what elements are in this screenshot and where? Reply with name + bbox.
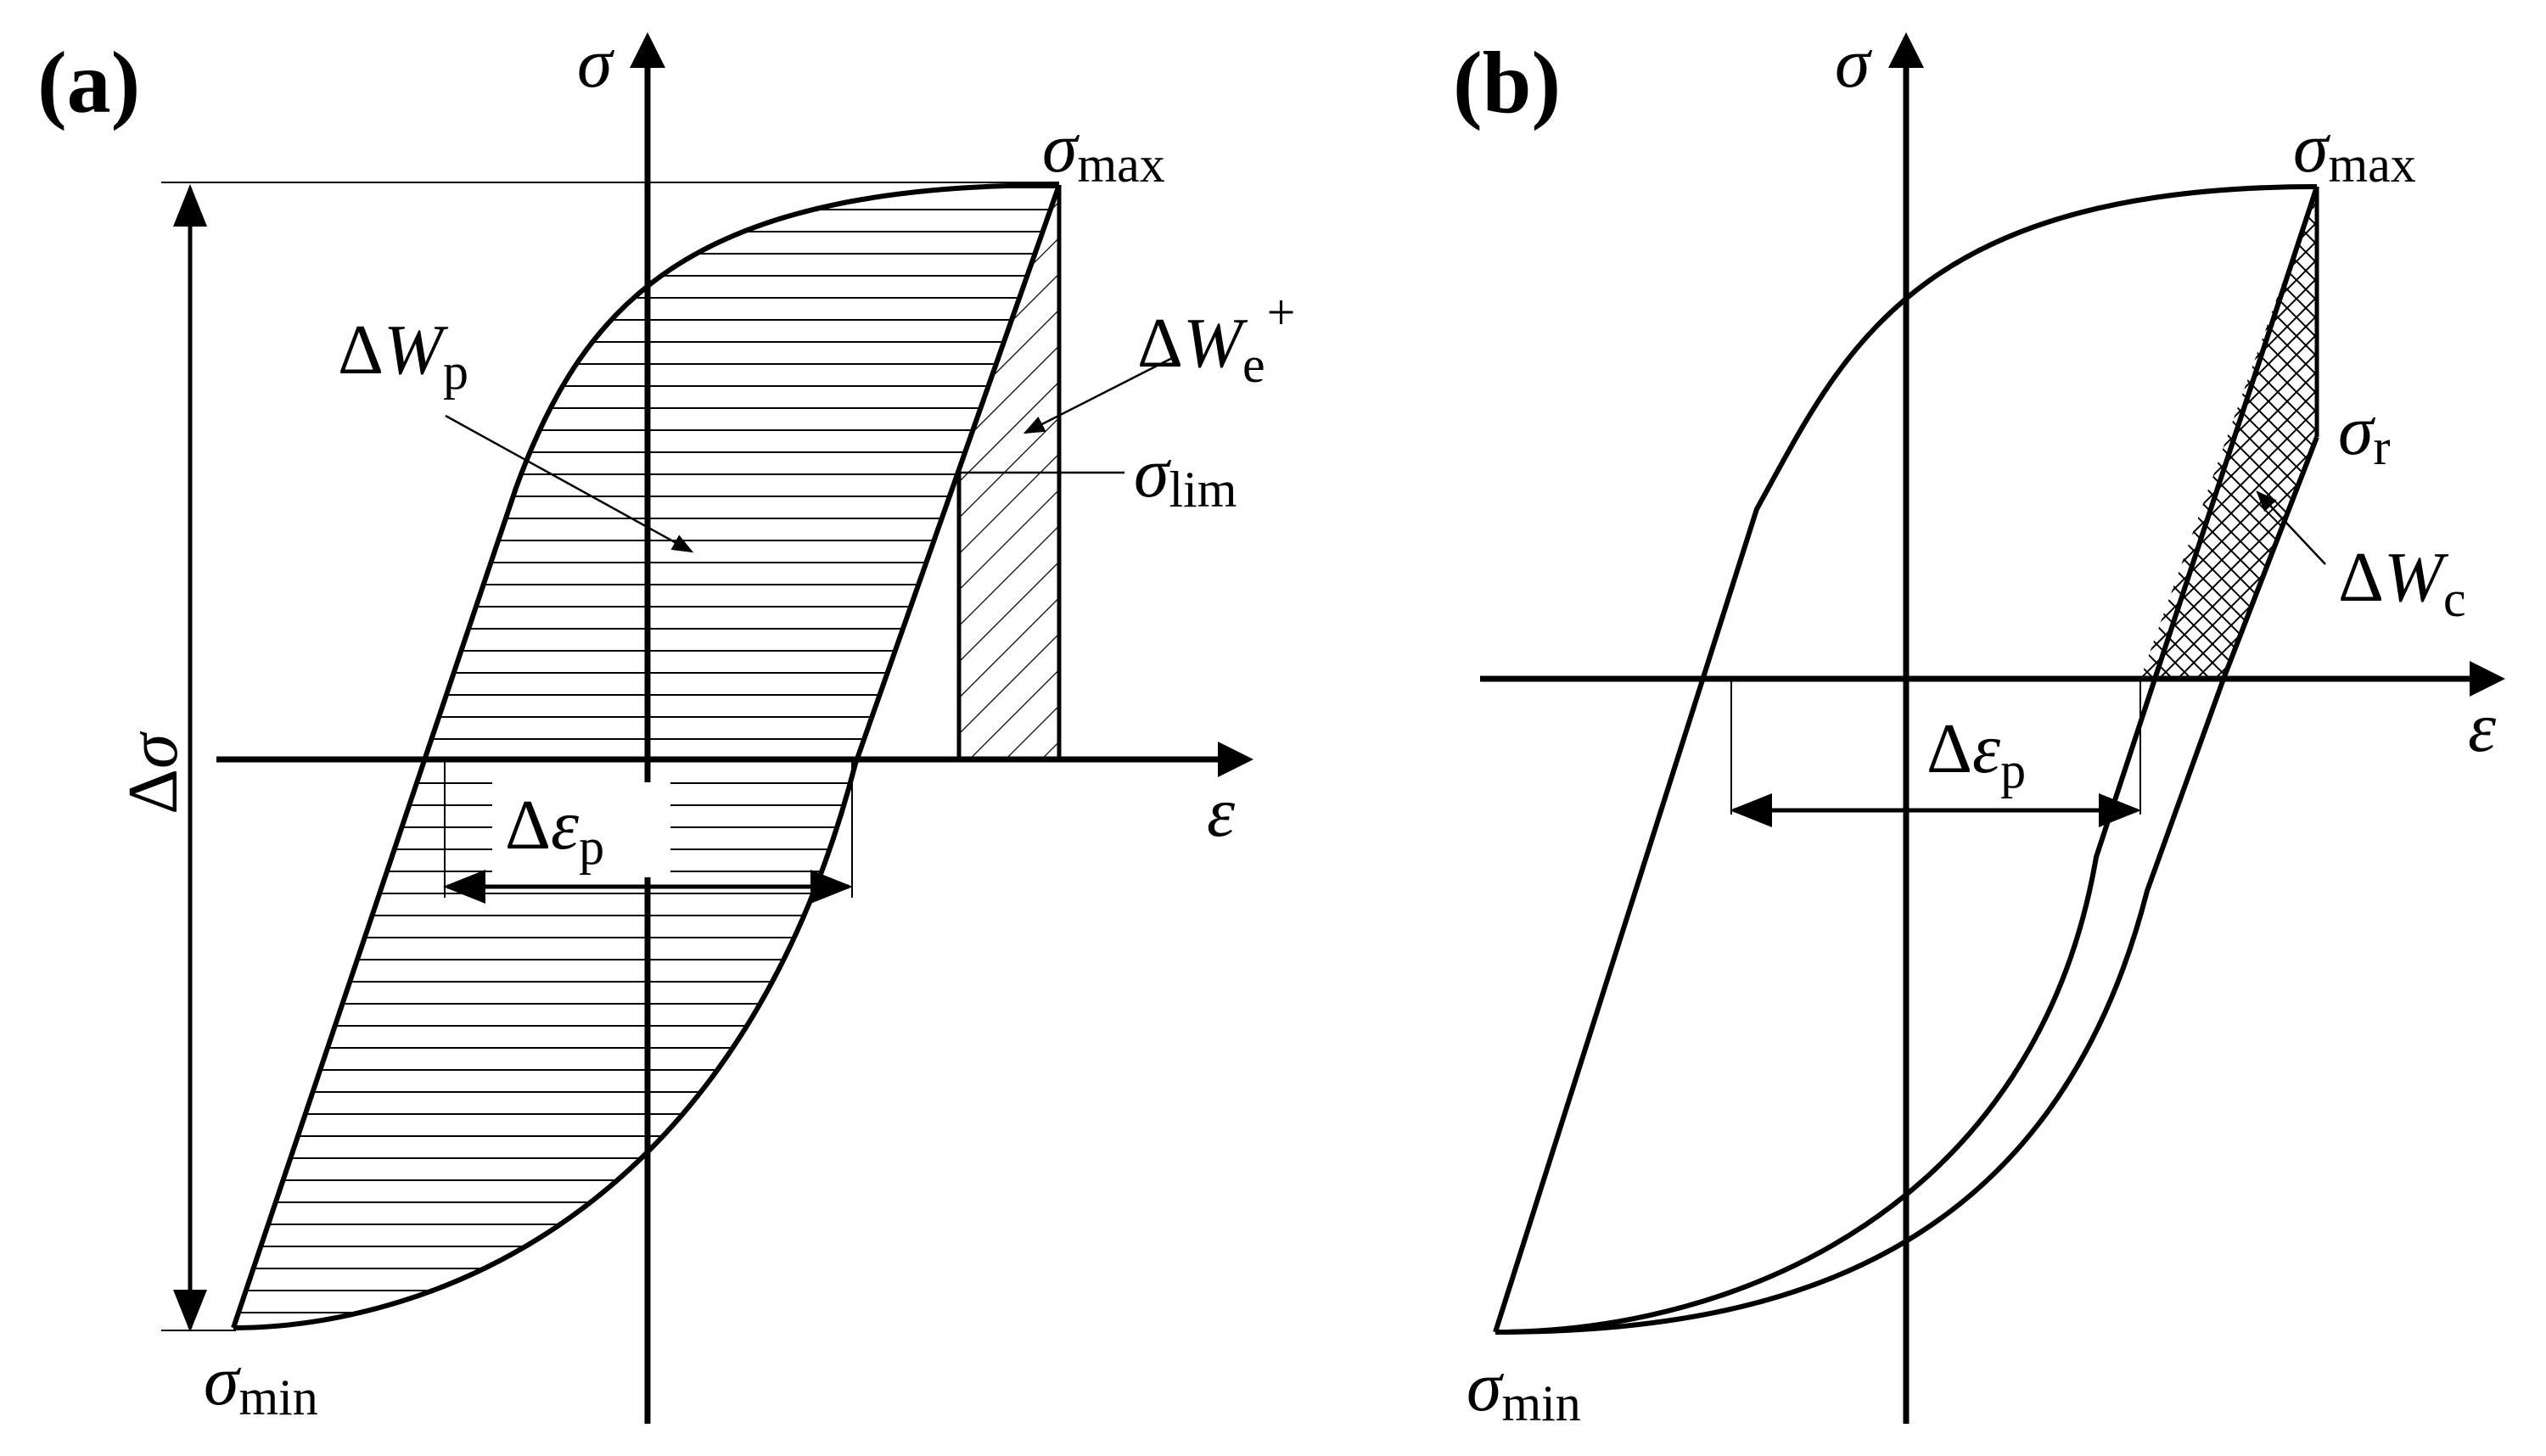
delta-sigma-label-a: Δσ — [114, 731, 193, 815]
panel-a-tag: (a) — [37, 34, 140, 132]
sigma-axis-label-a: σ — [577, 24, 615, 103]
panel-b: (b) σ ε σmax σmin σr ΔWc Δεp — [1453, 24, 2505, 1431]
sigma-axis-label-b: σ — [1835, 24, 1873, 103]
upper-branch-a — [231, 182, 1060, 1329]
sigma-lim-label-a: σlim — [1134, 434, 1237, 518]
delta-w-c-label-b: ΔWc — [2338, 538, 2466, 627]
panel-b-tag: (b) — [1453, 34, 1561, 132]
delta-eps-p-label-b: Δεp — [1926, 709, 2026, 798]
delta-w-c-area — [2140, 187, 2317, 679]
eps-axis-label-b: ε — [2468, 688, 2497, 767]
sigma-r-label-b: σr — [2338, 391, 2390, 475]
wp-leader-a — [445, 414, 694, 553]
delta-eps-label-bg-a — [492, 782, 670, 877]
sigma-max-label-a: σmax — [1042, 109, 1165, 193]
delta-eps-p-label-a: Δεp — [505, 786, 604, 875]
wc-leader-b — [2256, 490, 2326, 565]
we-leader-a — [1023, 355, 1176, 434]
sigma-min-label-a: σmin — [204, 1341, 318, 1425]
sigma-min-label-b: σmin — [1466, 1347, 1581, 1431]
sigma-max-label-b: σmax — [2293, 109, 2416, 193]
lower-branch-a — [233, 184, 1062, 1330]
delta-w-p-label-a: ΔWp — [338, 311, 468, 400]
outer-lower-branch-b — [1495, 435, 2319, 1335]
eps-axis-label-a: ε — [1207, 773, 1236, 852]
delta-w-e-plus-label-a: ΔWe+ — [1137, 284, 1296, 393]
upper-branch-b — [1493, 184, 2318, 1333]
panel-a: (a) σ ε σmax σmin σl — [37, 24, 1296, 1425]
inner-lower-branch-b — [1495, 186, 2319, 1335]
